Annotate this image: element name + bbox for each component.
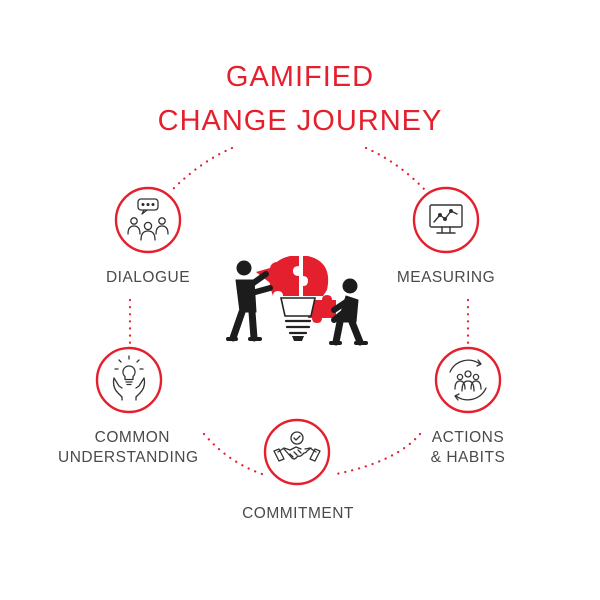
figure-right [329, 278, 368, 346]
dialogue-label: DIALOGUE [105, 269, 191, 286]
connector-actions-commitment [334, 432, 422, 476]
commitment-node [263, 418, 331, 486]
measuring-label: MEASURING [396, 269, 496, 286]
puzzle-piece-held [256, 262, 288, 286]
handshake-icon [273, 431, 321, 462]
figure-left [226, 260, 273, 342]
actions-habits-label: ACTIONS & HABITS [418, 428, 518, 468]
puzzle-piece-floating [308, 295, 336, 323]
monitor-chart-icon [429, 204, 463, 234]
common-label-line-2: UNDERSTANDING [58, 449, 199, 466]
lightbulb-hands-icon [112, 355, 146, 401]
connector-title-dialogue [170, 146, 234, 192]
actions-label-line-2: & HABITS [430, 449, 506, 466]
title-line-2: CHANGE JOURNEY [157, 105, 443, 137]
actions-label-line-1: ACTIONS [431, 429, 505, 446]
bulb-neck [280, 297, 316, 317]
connector-title-measuring [364, 146, 427, 192]
actions-node [434, 346, 502, 414]
common-label-line-1: COMMON [94, 429, 170, 446]
commitment-label: COMMITMENT [242, 505, 354, 522]
common-understanding-label: COMMON UNDERSTANDING [58, 428, 198, 468]
dotted-connectors [128, 146, 470, 476]
group-chat-icon [127, 198, 169, 241]
team-cycle-icon [449, 359, 487, 401]
puzzle-lightbulb-icon [226, 256, 368, 346]
title-line-1: GAMIFIED [225, 61, 375, 93]
dialogue-node [114, 186, 182, 254]
puzzle-piece-right [303, 256, 329, 296]
connector-common-commitment [202, 432, 264, 476]
